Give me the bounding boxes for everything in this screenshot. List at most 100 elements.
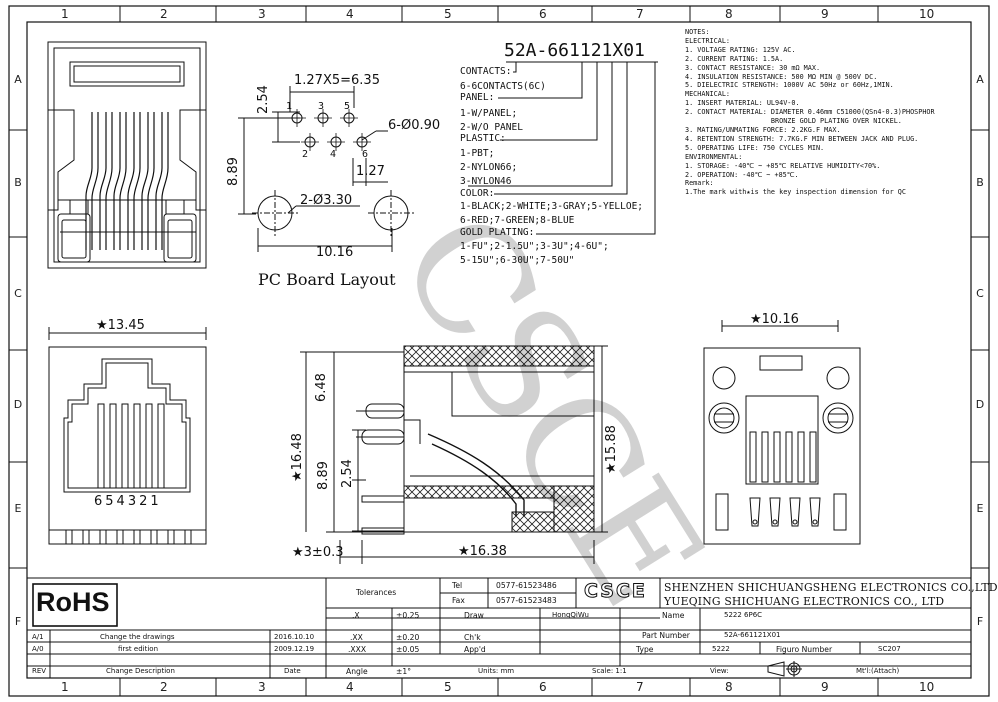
angle-value: ±1° [396,667,411,676]
column-label-4: 4 [346,680,354,694]
color-option-line-1: 1-BLACK;2-WHITE;3-GRAY;5-YELLOE; [460,201,644,212]
tol-xx-label: .XX [350,633,363,642]
plastic-title: PLASTIC: [460,133,506,144]
gold-option-line-2: 5-15U";6-30U";7-50U" [460,255,575,266]
front-contact [97,403,105,489]
jack-side-section [300,345,608,564]
part-number-value: 52A-661121X01 [724,631,781,639]
part-number-label: Part Number [642,631,690,640]
column-label-10: 10 [919,680,935,694]
tol-x-label: .X [352,611,360,620]
pcb-pin-label-1: 1 [286,101,293,112]
front-pin [99,529,107,545]
side-dim-648: 6.48 [314,373,329,402]
top-contact [141,112,149,250]
top-contact [105,112,113,250]
csce-logo: CSCE [584,580,647,603]
pcb-dim-127: 1.27 [356,164,385,179]
bottom-contact [761,431,769,483]
jack-bottom-view [703,320,861,545]
bottom-contact [749,431,757,483]
rev-header: REV [32,667,47,675]
column-label-9: 9 [821,680,829,694]
front-pin [65,529,73,545]
tol-xxx-value: ±0.05 [396,645,420,654]
front-pin-numbers: 654321 [94,494,162,509]
jack-front-view [48,327,207,545]
plastic-option-3: 3-NYLON46 [460,176,512,187]
top-contact [113,112,121,250]
note-line: 1.The mark with★is the key inspection di… [685,188,906,197]
column-label-6: 6 [539,7,547,21]
note-line: NOTES: [685,28,710,36]
date-header: Date [284,667,301,675]
company-name-2: YUEQING SHICHUANG ELECTRONICS CO., LTD [664,595,945,608]
row-label-D: D [975,398,985,411]
row-label-A: A [976,73,984,86]
note-line: 3. MATING/UNMATING FORCE: 2.2KG.F MAX. [685,125,841,134]
jack-top-view [47,41,207,269]
column-label-4: 4 [346,7,354,21]
top-contact [127,112,135,250]
front-pin [116,529,124,545]
bottom-pin [769,497,781,527]
bottom-pin-tip [772,519,778,525]
name-label: Name [662,611,685,620]
bottom-pin-tip [752,519,758,525]
draw-value: HongQiWu [552,611,589,619]
note-line: MECHANICAL: [685,90,731,99]
front-contact [133,403,141,489]
front-pin [82,529,90,545]
top-contact [147,112,155,250]
column-label-9: 9 [821,7,829,21]
rev-a0-description: first edition [118,645,159,653]
tol-x-value: ±0.25 [396,611,420,620]
rohs-mark: RoHS [36,587,110,617]
draw-label: Draw [464,611,484,620]
tol-xx-value: ±0.20 [396,633,420,642]
material-label: Mt'l:(Attach) [856,667,900,675]
part-number-leaders [468,61,658,235]
bottom-pin [809,497,821,527]
column-label-6: 6 [539,680,547,694]
column-label-1: 1 [61,680,69,694]
bottom-contact [773,431,781,483]
top-contact [119,112,127,250]
part-number-heading: 52A-661121X01 [504,40,645,61]
color-option-line-2: 6-RED;7-GREEN;8-BLUE [460,215,575,226]
gold-title: GOLD PLATING: [460,227,535,238]
check-label: Ch'k [464,633,481,642]
rev-a1-description: Change the drawings [100,633,175,641]
side-dim-254: 2.54 [340,459,355,488]
angle-label: Angle [346,667,368,676]
column-label-1: 1 [61,7,69,21]
bottom-contact [797,431,805,483]
side-dim-1638: ★16.38 [458,544,507,559]
column-label-10: 10 [919,7,935,21]
rev-a1-date: 2016.10.10 [274,633,315,641]
type-label: Type [636,645,654,654]
units-label: Units: mm [478,667,515,675]
note-line: 3. CONTACT RESISTANCE: 30 mΩ MAX. [685,63,821,72]
pcb-pin-label-5: 5 [344,101,351,112]
fax-value: 0577-61523483 [496,596,557,605]
rev-a0: A/0 [32,645,44,653]
column-label-5: 5 [444,680,452,694]
side-dim-1648: ★16.48 [290,433,305,482]
side-dim-1588: ★15.88 [604,425,619,474]
tolerances-label: Tolerances [356,588,397,597]
name-value: 5222 6P6C [724,611,763,619]
scale-label: Scale: 1:1 [592,667,627,675]
column-label-2: 2 [160,7,168,21]
row-label-F: F [14,615,22,628]
pcb-pin-label-3: 3 [318,101,325,112]
plastic-option-2: 2-NYLON66; [460,162,518,173]
note-line: 1. INSERT MATERIAL: UL94V-0. [685,99,800,108]
bottom-contact [809,431,817,483]
front-pin [150,529,158,545]
contacts-value: 6-6CONTACTS(6C) [460,81,546,92]
top-contact [133,112,141,250]
row-label-A: A [14,73,22,86]
panel-option-1: 1-W/PANEL; [460,108,518,119]
color-title: COLOR: [460,188,495,199]
